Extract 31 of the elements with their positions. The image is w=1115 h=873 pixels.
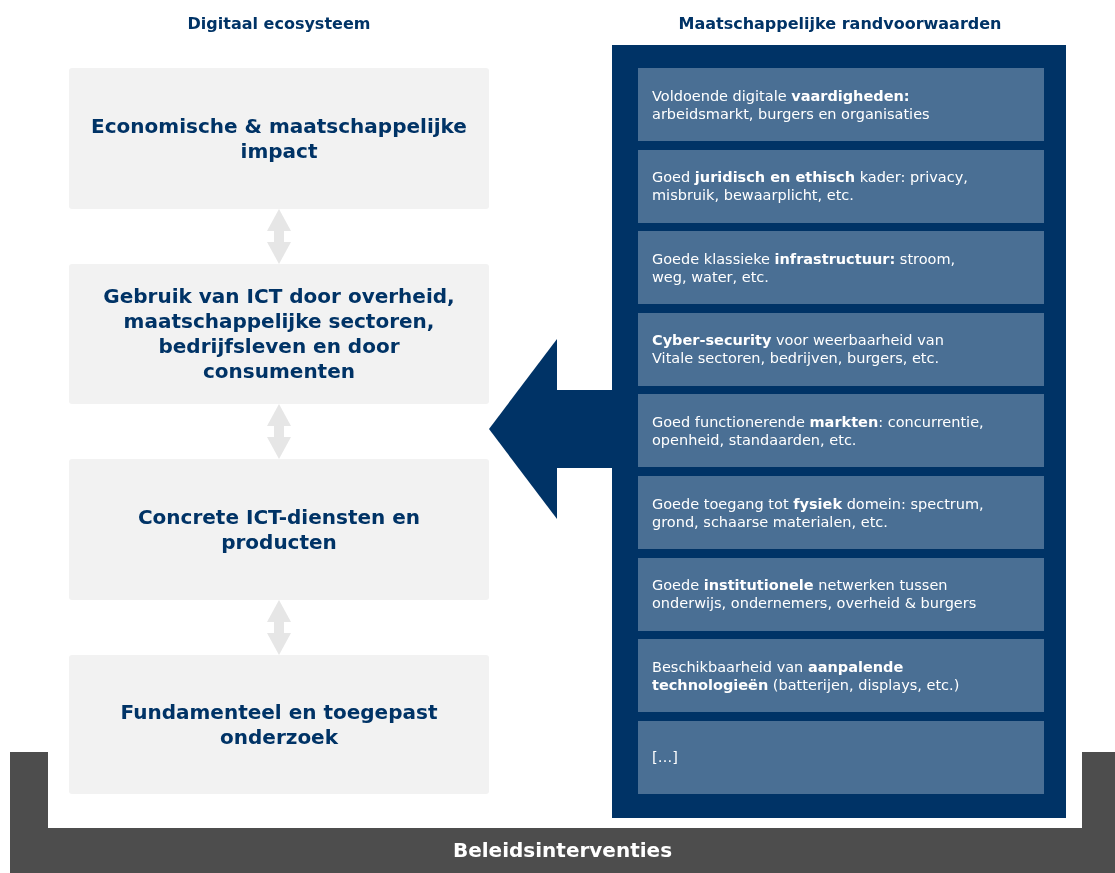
condition-box [638, 639, 1044, 713]
condition-text: Goed juridisch en ethisch kader: privacy, misbruik, bewaarplicht, etc. [652, 168, 969, 205]
condition-text: Voldoende digitale vaardigheden: arbeidsmarkt, burgers en organisaties [652, 86, 931, 123]
condition-text: Goede institutionele netwerken tussen onderwijs, ondernemers, overheid & burgers [652, 576, 978, 613]
condition-text: Goede klassieke infrastructuur: stroom, weg, water, etc. [652, 249, 957, 286]
condition-text: Cyber-security voor weerbaarheid van Vitale sectoren, bedrijven, burgers, etc. [652, 331, 945, 368]
column-heading: Digitaal ecosysteem [187, 14, 371, 33]
condition-box [638, 557, 1044, 631]
layer-title: Gebruik van ICT door overheid, maatschappelijke sectoren, bedrijfsleven en door consumenten [102, 284, 456, 384]
condition-box [638, 720, 1044, 794]
conditions-panel [612, 45, 1066, 818]
layer-title: Economische & maatschappelijke impact [90, 113, 468, 164]
double-arrow [267, 600, 291, 655]
condition-text: Goed functionerende markten: concurrentie, openheid, standaarden, etc. [652, 412, 984, 449]
condition-text: Goede toegang tot fysiek domein: spectrum, grond, schaarse materialen, etc. [652, 494, 984, 531]
block-arrow [489, 339, 612, 519]
condition-text: […] [652, 748, 678, 767]
condition-box [638, 231, 1044, 305]
condition-text: Beschikbaarheid van aanpalende technologieën (batterijen, displays, etc.) [652, 657, 961, 694]
policy-band [10, 752, 1115, 873]
condition-box [638, 149, 1044, 223]
column-heading: Maatschappelijke randvoorwaarden [678, 14, 1002, 33]
condition-box [638, 312, 1044, 386]
condition-box [638, 68, 1044, 141]
double-arrow [267, 209, 291, 264]
condition-box [638, 394, 1044, 468]
layer-title: Fundamenteel en toegepast onderzoek [119, 699, 439, 750]
double-arrow [267, 404, 291, 459]
condition-box [638, 476, 1044, 549]
layer-title: Concrete ICT-diensten en producten [136, 504, 422, 555]
band-title: Beleidsinterventies [451, 838, 674, 862]
